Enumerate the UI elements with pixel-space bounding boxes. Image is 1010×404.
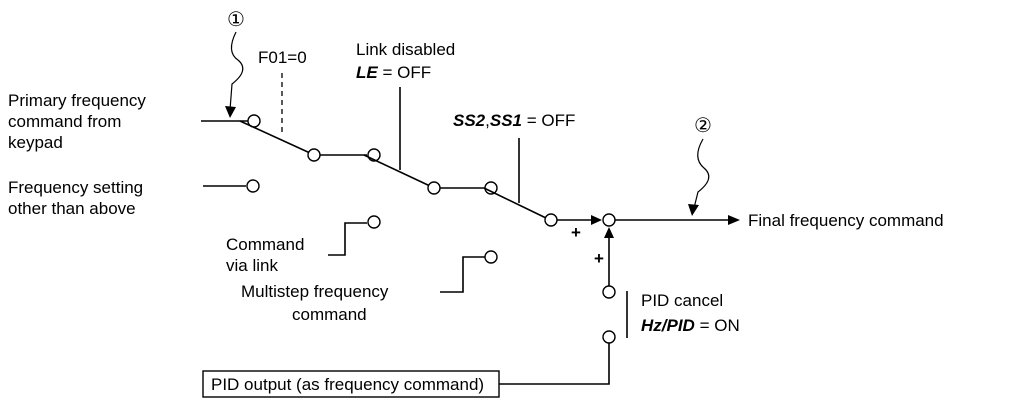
f01-switch-blade	[239, 120, 311, 154]
freq-setting-label-line1: Frequency setting	[8, 178, 143, 197]
callout-1-squiggle	[229, 31, 244, 111]
callout-2-label: ②	[694, 115, 712, 137]
plus-sign-vertical: +	[594, 249, 604, 268]
freq-setting-label-line2: other than above	[8, 199, 136, 218]
multistep-contact	[484, 250, 498, 264]
summing-horizontal-arrowhead	[591, 215, 602, 225]
ss1-signal-name: SS1	[490, 111, 522, 130]
multistep-input-line	[440, 256, 485, 293]
switch1-output-contact	[307, 148, 321, 162]
pid-output-line	[499, 343, 610, 385]
cmd-link-label-line2: via link	[226, 256, 278, 275]
pid-output-label: PID output (as frequency command)	[211, 375, 484, 394]
hzpid-signal-value: = ON	[695, 316, 740, 335]
le-signal-value: = OFF	[378, 63, 431, 82]
le-switch-blade	[363, 154, 431, 187]
cmd-link-contact	[367, 215, 381, 229]
pid-cancel-upper-contact	[602, 285, 616, 299]
callout-2-arrowhead	[688, 204, 699, 216]
primary-freq-label-line3: keypad	[8, 133, 63, 152]
le-condition: LE = OFF	[356, 63, 431, 82]
switch2-output-contact	[427, 181, 441, 195]
multistep-label-line2: command	[292, 305, 367, 324]
primary-freq-label-line2: command from	[8, 112, 121, 131]
pid-cancel-lower-contact	[602, 330, 616, 344]
hzpid-condition: Hz/PID = ON	[641, 316, 740, 335]
cmd-link-input-line	[328, 222, 367, 256]
callout-1-arrowhead	[225, 106, 236, 118]
switch3-output-contact	[544, 213, 558, 227]
link-disabled-label: Link disabled	[356, 40, 455, 59]
primary-freq-label-line1: Primary frequency	[8, 91, 146, 110]
callout-1-label: ①	[227, 9, 245, 31]
final-frequency-label: Final frequency command	[748, 211, 944, 230]
pid-cancel-label: PID cancel	[641, 291, 723, 310]
ss-signal-value: = OFF	[522, 111, 575, 130]
multistep-label-line1: Multistep frequency	[241, 282, 389, 301]
hzpid-signal-name: Hz/PID	[641, 316, 695, 335]
summing-vertical-arrowhead	[604, 227, 614, 238]
le-signal-name: LE	[356, 63, 378, 82]
ss-comma: ,	[485, 111, 490, 130]
ss-condition: SS2,SS1 = OFF	[453, 111, 575, 130]
f01-label: F01=0	[258, 48, 307, 67]
plus-sign-horizontal: +	[571, 223, 581, 242]
freq-setting-contact	[246, 179, 260, 193]
final-output-arrowhead	[728, 215, 740, 225]
cmd-link-label-line1: Command	[226, 235, 304, 254]
ss-switch-blade	[483, 187, 547, 219]
ss2-signal-name: SS2	[453, 111, 486, 130]
summing-junction	[602, 213, 616, 227]
callout-2-squiggle	[693, 138, 710, 209]
pid-output-box	[202, 370, 500, 398]
